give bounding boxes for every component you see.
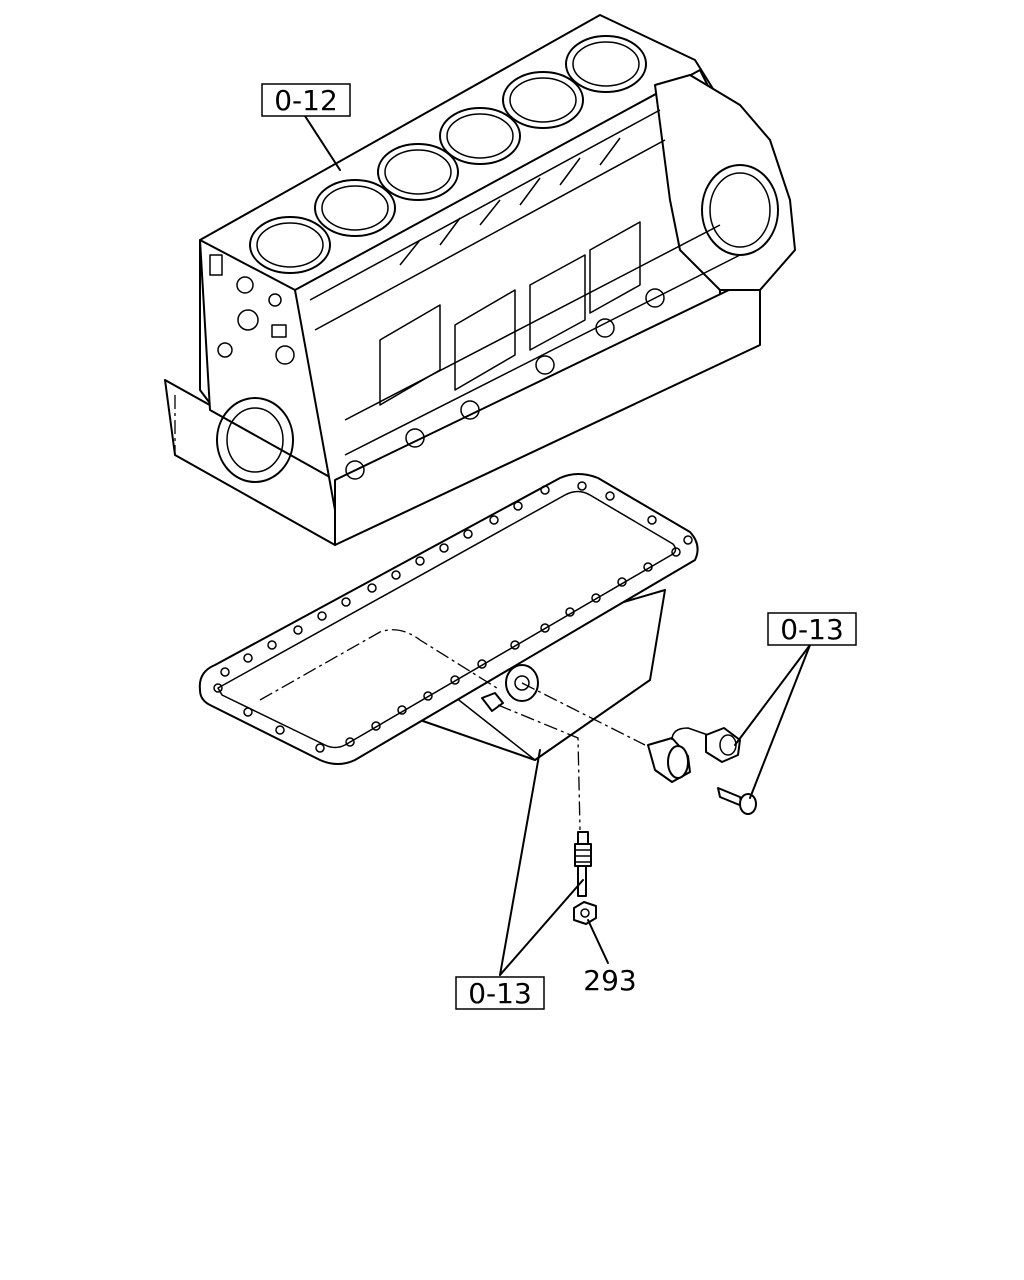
label-sensor-ref[interactable]: 0-13 (767, 612, 857, 646)
label-sensor-ref-text: 0-13 (780, 613, 844, 646)
label-dipstick-ref-text: 0-13 (468, 977, 532, 1010)
block-front-details (209, 254, 295, 365)
label-block-ref[interactable]: 0-12 (261, 83, 351, 117)
oil-level-sensor[interactable] (647, 727, 741, 783)
leader-lines (304, 115, 811, 976)
cylinder-block[interactable] (164, 14, 796, 546)
oil-pan[interactable] (198, 473, 699, 765)
sensor-bolt[interactable] (717, 787, 757, 815)
label-nut-ref-text: 293 (583, 964, 636, 997)
label-block-ref-text: 0-12 (274, 84, 338, 117)
flange-bolt-holes (213, 481, 693, 753)
cylinder-bores (249, 35, 647, 274)
label-nut-ref[interactable]: 293 (583, 964, 636, 997)
hex-nut[interactable] (573, 901, 597, 925)
block-side-details (309, 109, 741, 480)
label-dipstick-ref[interactable]: 0-13 (455, 976, 545, 1010)
